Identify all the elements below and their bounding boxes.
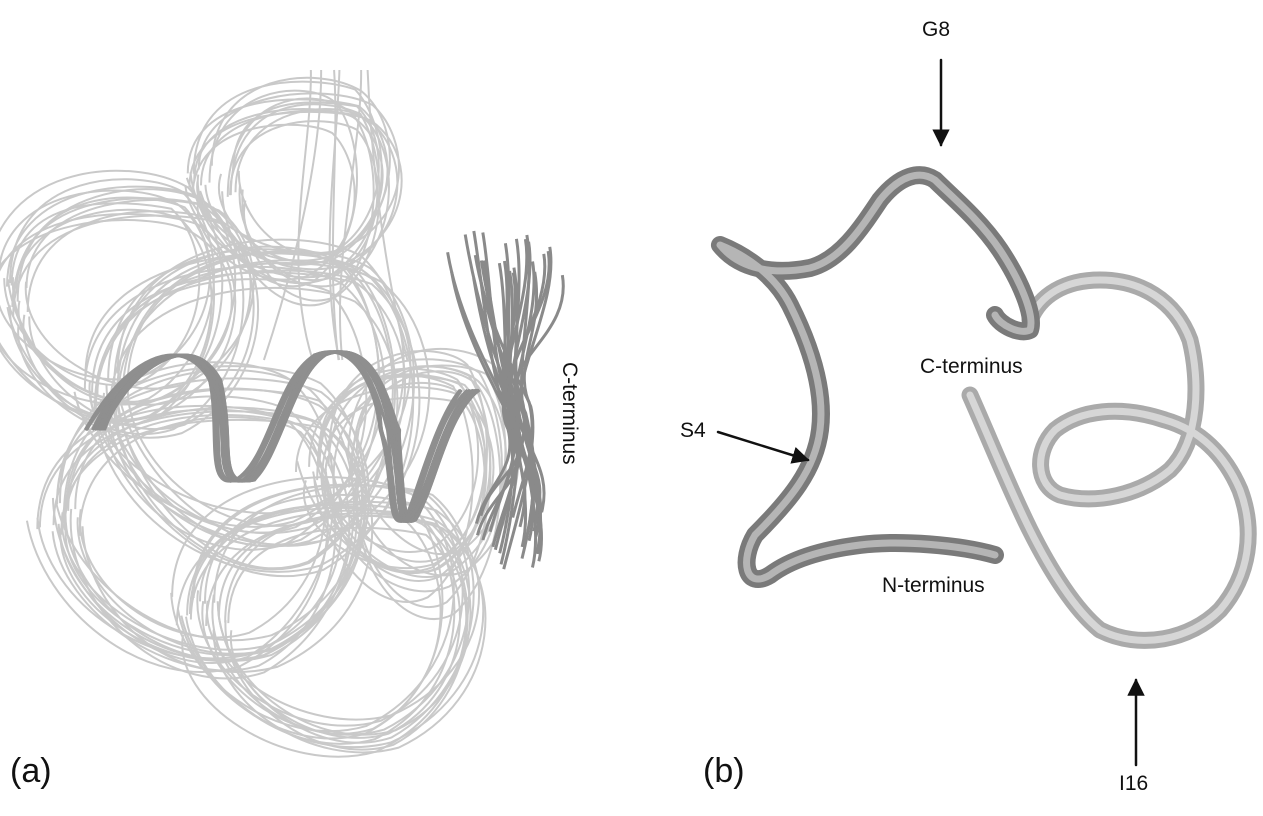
panel-label-b: (b)	[703, 752, 745, 791]
i16-label: I16	[1119, 772, 1148, 796]
panel-a-ensemble	[0, 70, 563, 757]
loop-trace	[0, 171, 222, 422]
c-terminus-label-a: C-terminus	[557, 362, 581, 465]
g8-label: G8	[922, 18, 950, 42]
s4-label: S4	[680, 419, 706, 443]
loop-trace	[10, 210, 212, 420]
panel-b-tube	[718, 60, 1248, 765]
panel-label-a: (a)	[10, 752, 52, 791]
tail-trace	[298, 70, 312, 360]
light-loop-traces	[0, 70, 519, 757]
arrow-s4	[718, 432, 808, 460]
c-terminus-label-b: C-terminus	[920, 355, 1023, 379]
n-terminus-label: N-terminus	[882, 574, 985, 598]
